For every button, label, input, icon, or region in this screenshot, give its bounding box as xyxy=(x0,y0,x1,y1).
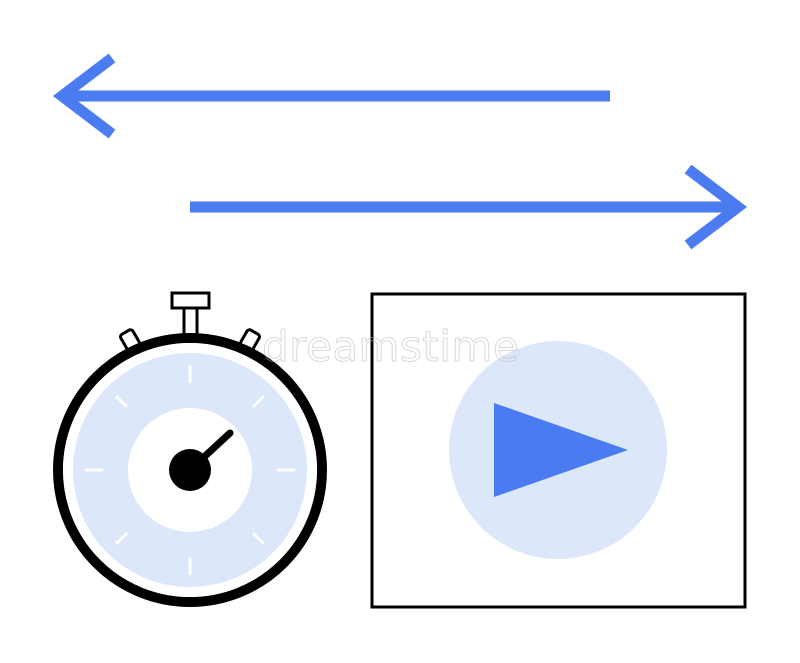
video-player-icon xyxy=(370,292,747,609)
arrow-right-icon xyxy=(190,164,748,250)
watermark: dreamstime xyxy=(261,322,520,372)
stopwatch-icon xyxy=(53,291,327,607)
play-icon xyxy=(494,403,628,497)
arrow-left-icon xyxy=(52,53,610,139)
